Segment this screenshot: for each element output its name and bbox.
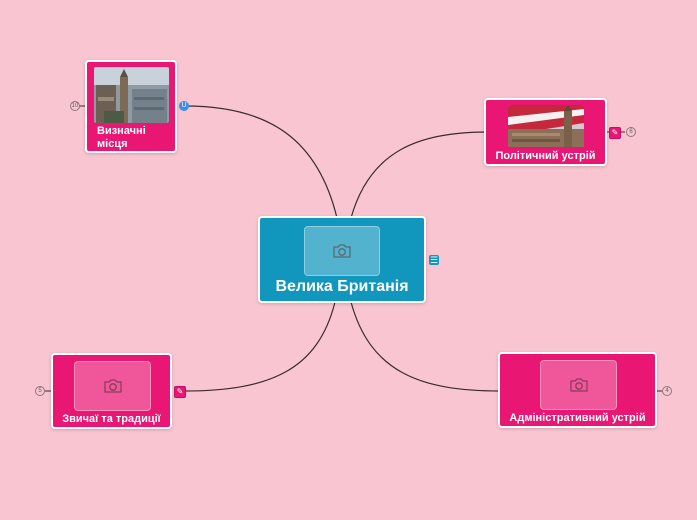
topic-politics[interactable]: Політичний устрій (484, 98, 607, 166)
landmarks-image (94, 67, 169, 123)
attachment-icon[interactable]: U (179, 101, 189, 111)
link-landmarks (184, 105, 338, 219)
topic-politics-title: Політичний устрій (495, 150, 596, 162)
note-icon[interactable]: ✎ (609, 127, 621, 139)
topic-landmarks-title: Визначні місця (97, 125, 146, 150)
note-icon[interactable]: ✎ (174, 386, 186, 398)
topic-landmarks[interactable]: Визначні місця (85, 60, 177, 153)
camera-icon (103, 379, 122, 393)
topic-customs-title: Звичаї та традиції (62, 413, 161, 425)
list-icon[interactable]: ☰ (429, 255, 439, 265)
photo-placeholder[interactable] (74, 361, 151, 411)
customs-count-badge[interactable]: 5 (35, 386, 45, 396)
camera-icon (333, 244, 351, 258)
topic-customs[interactable]: Звичаї та традиції (51, 353, 172, 429)
photo-placeholder[interactable] (540, 360, 617, 410)
central-topic-title: Велика Британія (275, 278, 409, 295)
link-customs (183, 301, 336, 392)
camera-icon (569, 378, 588, 392)
politics-image (508, 105, 584, 147)
politics-count-badge[interactable]: 6 (626, 127, 636, 137)
photo-placeholder[interactable] (304, 226, 380, 276)
link-admin (350, 301, 501, 392)
topic-admin[interactable]: Адміністративний устрій (498, 352, 657, 428)
landmarks-count-badge[interactable]: 10 (70, 101, 80, 111)
central-topic[interactable]: Велика Британія (258, 216, 426, 303)
topic-admin-title: Адміністративний устрій (509, 412, 646, 424)
admin-count-badge[interactable]: 4 (662, 386, 672, 396)
link-politics (350, 131, 488, 219)
